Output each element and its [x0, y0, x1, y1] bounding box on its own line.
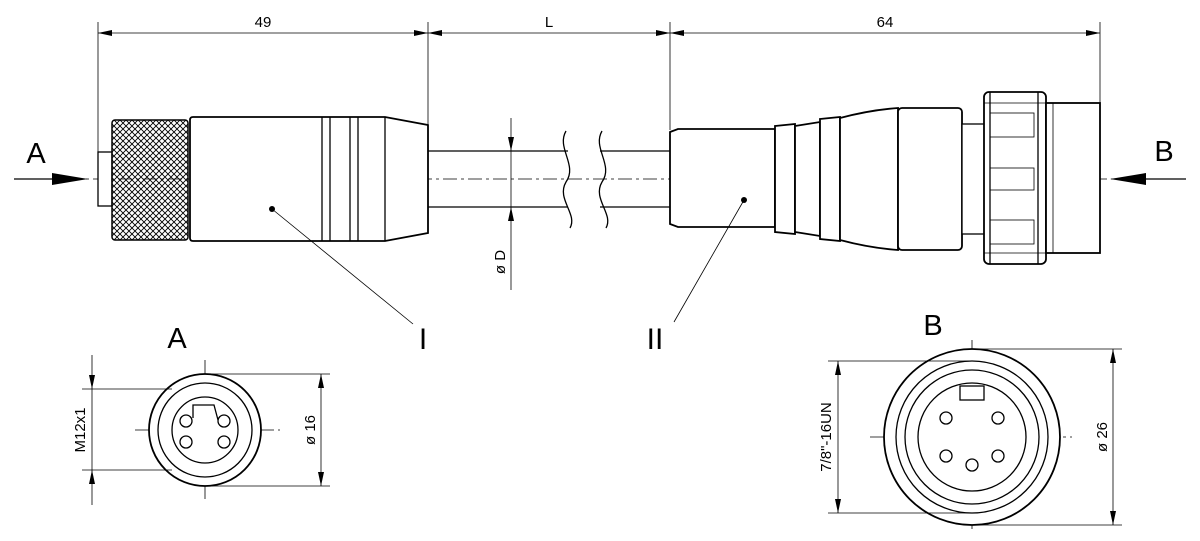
dim-diameter-a: ø 16 — [302, 415, 319, 445]
end-view-b: B 7/8"-16UN ø 26 — [818, 310, 1122, 532]
view-arrow-b: B — [1110, 136, 1186, 185]
dim-right-length: 64 — [877, 14, 894, 31]
part-label-1: I — [419, 323, 427, 356]
dim-left-length: 49 — [255, 14, 272, 31]
view-label-b-top: B — [1154, 136, 1173, 168]
view-arrow-a: A — [14, 138, 88, 185]
top-dimensions: 49 L 64 — [97, 14, 1101, 160]
dim-cable-diameter: ø D — [492, 250, 509, 274]
part-labels: I II — [271, 199, 745, 356]
view-label-a: A — [167, 323, 187, 355]
dim-diameter-b: ø 26 — [1094, 422, 1111, 452]
dim-cable-length: L — [545, 14, 553, 31]
dim-thread-a: M12x1 — [72, 407, 89, 452]
view-label-b: B — [923, 310, 942, 342]
end-view-a: A M12x1 ø 16 — [72, 323, 330, 505]
left-connector — [97, 116, 429, 242]
dim-thread-b: 7/8"-16UN — [818, 402, 835, 472]
view-label-a-top: A — [26, 138, 46, 170]
right-connector — [669, 91, 1101, 265]
part-label-2: II — [647, 323, 664, 356]
cable: ø D — [428, 118, 670, 290]
